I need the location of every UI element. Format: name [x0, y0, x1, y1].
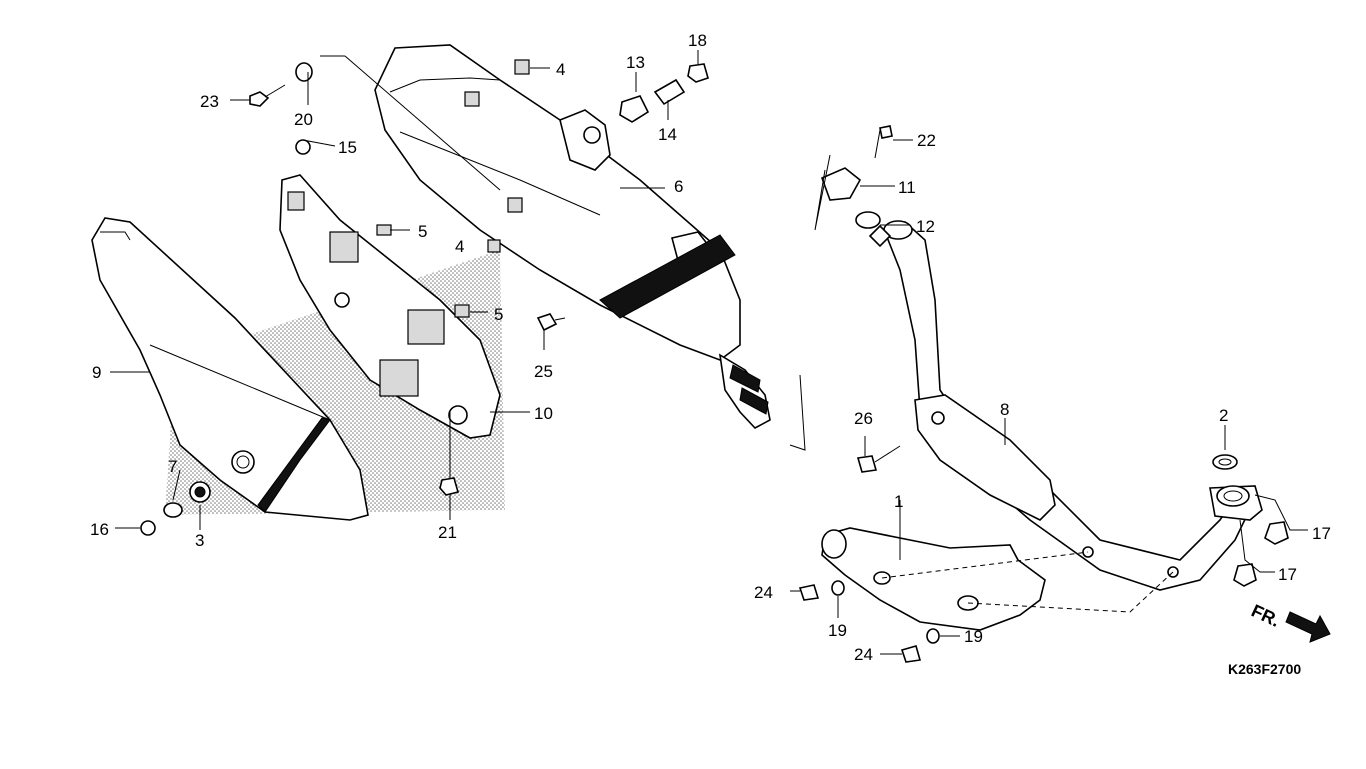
- callout-17-upper[interactable]: 17: [1312, 524, 1331, 543]
- callout-21[interactable]: 21: [438, 523, 457, 542]
- callout-25[interactable]: 25: [534, 362, 553, 381]
- callout-18[interactable]: 18: [688, 31, 707, 50]
- callout-19-left[interactable]: 19: [828, 621, 847, 640]
- callout-26[interactable]: 26: [854, 409, 873, 428]
- callout-6[interactable]: 6: [674, 177, 683, 196]
- callout-12[interactable]: 12: [916, 217, 935, 236]
- heat-protector[interactable]: [279, 174, 501, 439]
- callout-24-lower[interactable]: 24: [854, 645, 873, 664]
- callout-11[interactable]: 11: [898, 178, 916, 197]
- callout-23[interactable]: 23: [200, 92, 219, 111]
- heat-shield-cover[interactable]: [91, 217, 369, 521]
- callout-9[interactable]: 9: [92, 363, 101, 382]
- callout-20[interactable]: 20: [294, 110, 313, 129]
- callout-16[interactable]: 16: [90, 520, 109, 539]
- callout-8[interactable]: 8: [1000, 400, 1009, 419]
- callout-2[interactable]: 2: [1219, 406, 1228, 425]
- leader-lines: [110, 50, 1308, 655]
- callout-5-lower[interactable]: 5: [494, 305, 503, 324]
- callout-1[interactable]: 1: [894, 492, 903, 511]
- callout-3[interactable]: 3: [195, 531, 204, 550]
- pipe-protector[interactable]: [821, 527, 1046, 631]
- callout-7[interactable]: 7: [168, 457, 177, 476]
- callout-24-upper[interactable]: 24: [754, 583, 773, 602]
- callout-15[interactable]: 15: [338, 138, 357, 157]
- callout-17-lower[interactable]: 17: [1278, 565, 1297, 584]
- callout-10[interactable]: 10: [534, 404, 553, 423]
- front-direction-label: FR.: [1248, 600, 1283, 630]
- callout-5-upper[interactable]: 5: [418, 222, 427, 241]
- callout-4-top[interactable]: 4: [556, 60, 565, 79]
- front-arrow-icon: [1285, 611, 1331, 643]
- callout-19-right[interactable]: 19: [964, 627, 983, 646]
- callout-22[interactable]: 22: [917, 131, 936, 150]
- callout-14[interactable]: 14: [658, 125, 677, 144]
- callout-13[interactable]: 13: [626, 53, 645, 72]
- front-direction-indicator: FR.: [1248, 600, 1331, 643]
- muffler[interactable]: [374, 44, 806, 451]
- callout-4-mid[interactable]: 4: [455, 237, 464, 256]
- small-parts: [140, 59, 1289, 663]
- diagram-code: K263F2700: [1228, 661, 1301, 677]
- callouts: 1 2 3 4 4 5 5 6 7 8 9 10 11 12 13 14 15 …: [90, 31, 1331, 664]
- gasket-2: [1212, 454, 1238, 470]
- exhaust-pipe[interactable]: [883, 220, 1263, 591]
